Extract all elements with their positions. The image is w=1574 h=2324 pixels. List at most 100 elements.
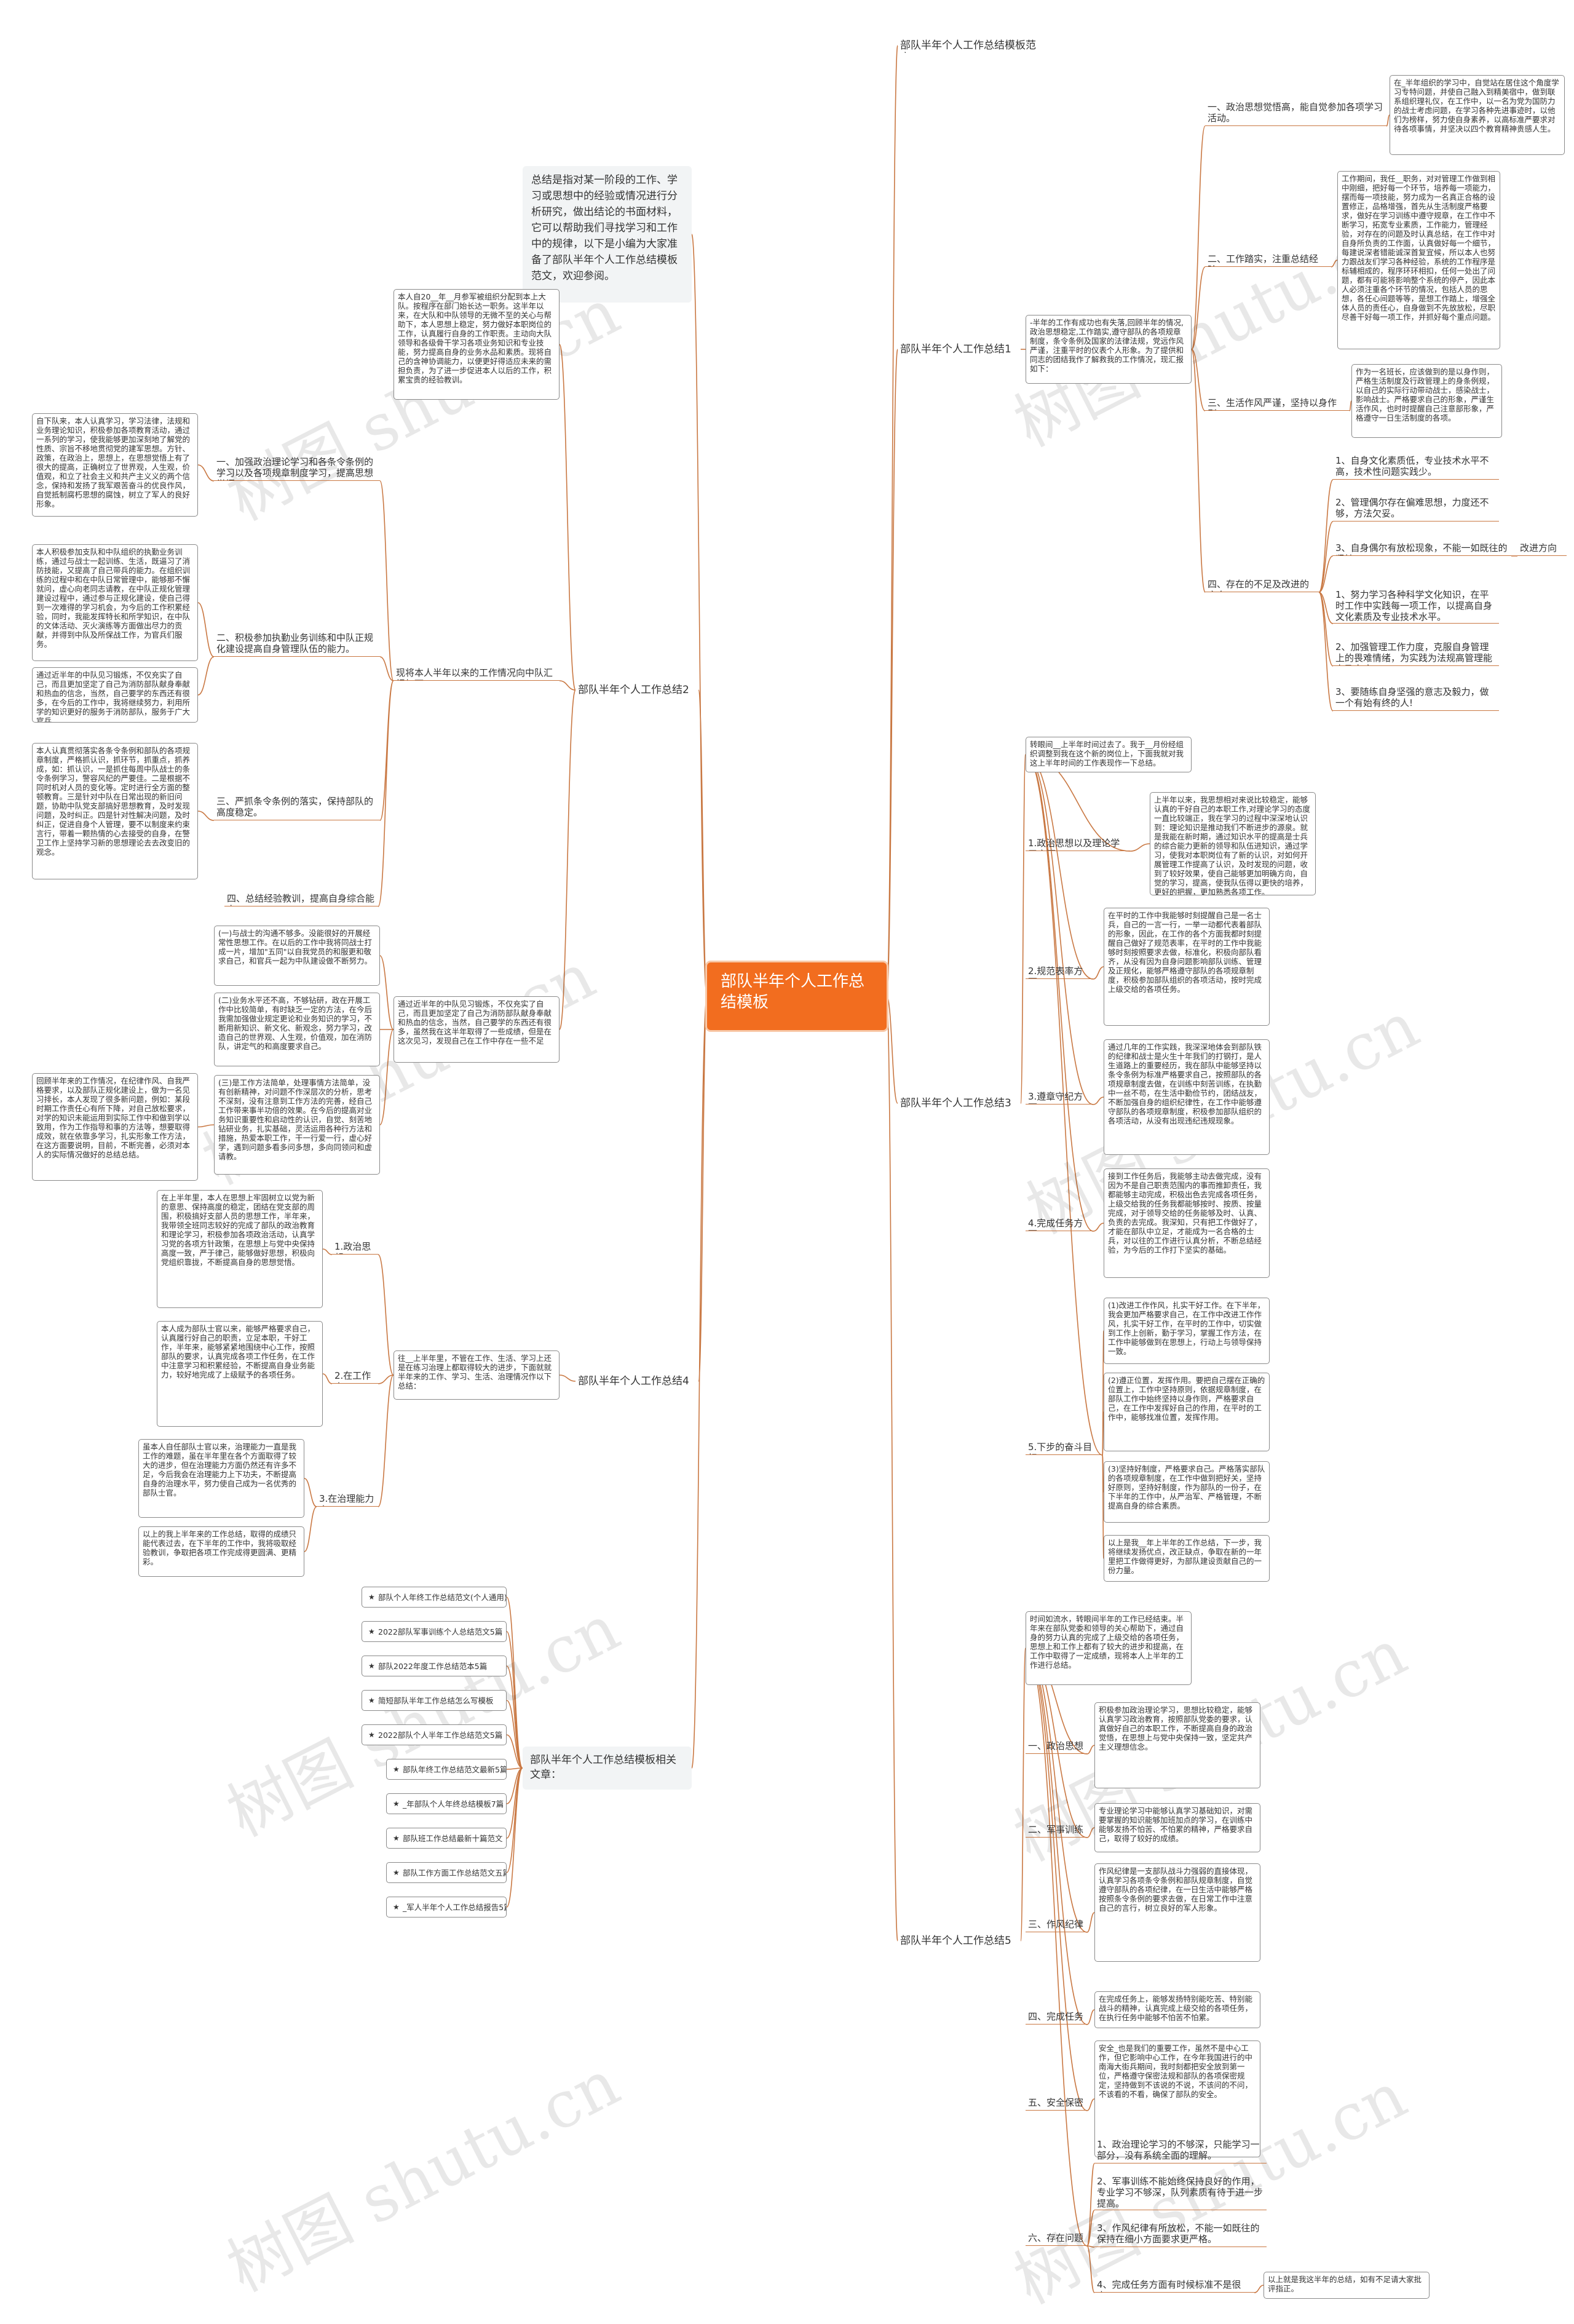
summary1-text-2: 工作期间，我任__职务，对对管理工作做到相中刚细，把好每一个环节，培养每一项能力… — [1337, 171, 1500, 349]
related-link-5[interactable]: 2022部队个人半年工作总结范文5篇 — [362, 1724, 507, 1745]
summary5-conclusion: 以上就是我这半年的总结，如有不足请大家批评指正。 — [1264, 2272, 1430, 2299]
branch-summary-4[interactable]: 部队半年个人工作总结4 — [578, 1375, 689, 1387]
connector — [886, 996, 898, 1941]
branch-template-sample[interactable]: 部队半年个人工作总结模板范文 — [900, 39, 1036, 53]
connector — [1129, 843, 1150, 852]
summary3-goal-1: (1)改进工作作风，扎实干好工作。在下半年，我会更加严格要求自己，在工作中改进工… — [1104, 1298, 1270, 1364]
summary3-goal-2: (2)遵正位置，发挥作用。要把自己摆在正确的位置上，工作中坚持原则，依据规章制度… — [1104, 1373, 1270, 1451]
connector — [1191, 125, 1206, 350]
related-articles-panel[interactable]: 部队半年个人工作总结模板相关文章： — [523, 1747, 692, 1790]
connector — [1020, 754, 1026, 1104]
connector — [1318, 479, 1334, 593]
connector — [1102, 1411, 1104, 1456]
summary1-problem-3: 3、自身偶尔有放松现象，不能一如既往的坚持。 — [1333, 542, 1511, 556]
summary1-problem-1: 1、自身文化素质低，专业技术水平不高，技术性问题实践少。 — [1333, 455, 1499, 480]
connector — [378, 1374, 394, 1507]
related-link-9[interactable]: 部队工作方面工作总结范文五篇 — [386, 1862, 507, 1883]
connector — [1025, 1648, 1088, 2247]
summary1-heading-4[interactable]: 四、存在的不足及改进的方向。 — [1205, 579, 1319, 592]
summary1-intro: -半年的工作有成功也有失落,回顾半年的情况,政治思想稳定,工作踏实,遵守部队的各… — [1026, 315, 1192, 384]
connector — [506, 1767, 523, 1770]
summary1-heading-2[interactable]: 二、工作踏实，注重总结经验。 — [1205, 253, 1331, 267]
connector — [379, 656, 394, 681]
related-link-2[interactable]: 2022部队军事训练个人总结范文5篇 — [362, 1621, 507, 1642]
summary2-report-heading[interactable]: 现将本人半年以来的工作情况向中队汇报如下 — [394, 667, 560, 681]
related-link-7[interactable]: _年部队个人年终总结模板7篇 — [386, 1793, 507, 1814]
summary3-heading-3[interactable]: 3.遵章守纪方面 — [1026, 1091, 1093, 1104]
summary2-text-1: 自下队来，本人认真学习，学习法律，法规和业务理论知识，积极参加各项教育活动，通过… — [32, 413, 198, 517]
summary2-text-4: 通过近半年的中队见习锻炼，不仅充实了自己，而且更加坚定了自己为消防部队献身奉献和… — [394, 996, 560, 1063]
connector — [1191, 349, 1206, 593]
branch-summary-3[interactable]: 部队半年个人工作总结3 — [900, 1097, 1011, 1109]
connector — [506, 1700, 523, 1769]
connector — [506, 1767, 523, 1908]
summary2-text-3: 本人认真贯彻落实各条令条例和部队的各项规章制度，严格抓认识，抓环节，抓重点，抓养… — [32, 743, 198, 879]
summary4-intro: 往__上半年里，不管在工作、生活、学习上还是在练习治理上都取得较大的进步，下面就… — [394, 1350, 560, 1400]
summary2-heading-1[interactable]: 一、加强政治理论学习和各条令条例的学习以及各项规章制度学习，提高思想觉悟。 — [214, 456, 380, 481]
summary2-flaw-1: (一)与战士的沟通不够多。没能很好的开展经常性思想工作。在以后的工作中我将同战士… — [214, 926, 380, 986]
connector — [1086, 2009, 1095, 2025]
connector — [322, 1248, 333, 1255]
summary2-heading-4[interactable]: 四、总结经验教训，提高自身综合能力。 — [224, 893, 378, 906]
related-link-3[interactable]: 部队2022年度工作总结范本5篇 — [362, 1656, 507, 1676]
summary2-heading-2[interactable]: 二、积极参加执勤业务训练和中队正规化建设提高自身管理队伍的能力。 — [214, 632, 380, 657]
root-topic[interactable]: 部队半年个人工作总结模板 — [707, 962, 887, 1030]
related-link-10[interactable]: _军人半年个人工作总结报告5篇 — [386, 1897, 507, 1917]
connector — [506, 1734, 523, 1769]
summary5-heading-3[interactable]: 三、作风纪律 — [1026, 1919, 1087, 1932]
summary1-heading-1[interactable]: 一、政治思想觉悟高，能自觉参加各项学习活动。 — [1205, 101, 1386, 126]
related-link-6[interactable]: 部队年终工作总结范文最新5篇 — [386, 1759, 507, 1780]
summary5-heading-6[interactable]: 六、存在问题 — [1026, 2232, 1087, 2246]
summary3-heading-4[interactable]: 4.完成任务方面 — [1026, 1218, 1093, 1231]
connector — [506, 1767, 523, 1804]
connector — [197, 602, 215, 657]
summary4-heading-2[interactable]: 2.在工作上 — [332, 1370, 378, 1384]
summary1-problem-2: 2、管理偶尔存在偏难思想，力度还不够，方法欠妥。 — [1333, 497, 1499, 522]
branch-summary-5[interactable]: 部队半年个人工作总结5 — [900, 1935, 1011, 1947]
summary3-goal-3: (3)坚持好制度，严格要求自己。严格落实部队的各项规章制度，在工作中做到把好关，… — [1104, 1461, 1270, 1523]
summary2-heading-3[interactable]: 三、严抓条令条例的落实，保持部队的高度稳定。 — [214, 796, 380, 820]
summary4-heading-3[interactable]: 3.在治理能力上 — [317, 1493, 378, 1507]
connector — [886, 45, 898, 997]
summary3-intro: 转眼间__上半年时间过去了。我于__月份经组织调整到我在这个新的岗位上，下面我就… — [1026, 737, 1192, 772]
summary3-heading-1[interactable]: 1.政治思想以及理论学习方面 — [1026, 838, 1130, 851]
connector — [1025, 754, 1094, 1105]
summary4-heading-1[interactable]: 1.政治思想 — [332, 1241, 378, 1255]
summary1-improvement-3: 3、要随练自身坚强的意志及毅力，做一个有始有终的人! — [1333, 686, 1499, 711]
summary2-intro: 本人自20__年__月参军被组织分配到本上大队。按程序在部门始长达一职务。这半年… — [394, 289, 560, 400]
branch-summary-1[interactable]: 部队半年个人工作总结1 — [900, 343, 1011, 355]
related-link-1[interactable]: 部队个人年终工作总结范文(个人通用) — [362, 1587, 507, 1608]
summary5-heading-1[interactable]: 一、政治思想 — [1026, 1740, 1087, 1754]
connector — [378, 1374, 394, 1384]
connector — [379, 955, 394, 1030]
connector — [1093, 1097, 1104, 1105]
summary3-text-4: 接到工作任务后，我能够主动去做完成，没有因为不是自己职责范围内的事而推卸责任，我… — [1104, 1168, 1270, 1278]
connector — [1086, 1912, 1095, 1933]
summary3-heading-5[interactable]: 5.下步的奋斗目标 — [1026, 1442, 1102, 1455]
connector — [1025, 754, 1094, 980]
summary2-text-2b: 通过近半年的中队见习锻炼，不仅充实了自己，而且更加坚定了自己为消防部队献身奉献和… — [32, 667, 198, 723]
summary1-improvement-label[interactable]: 改进方向 — [1517, 542, 1567, 556]
summary2-flaw-3: (三)是工作方法简单，处理事情方法简单，没有创新精神，对问题不作深层次的分析，思… — [214, 1075, 380, 1175]
summary3-heading-2[interactable]: 2.规范表率方面 — [1026, 966, 1093, 979]
connector — [1020, 1648, 1026, 1941]
summary2-flaw-2: (二)业务水平还不高，不够钻研，政在开展工作中比较简单，有时缺乏一定的方法，在今… — [214, 993, 380, 1066]
summary5-heading-4[interactable]: 四、完成任务 — [1026, 2011, 1087, 2025]
summary4-conclusion: 以上的我上半年来的工作总结，取得的成绩只能代表过去，在下半年的工作中，我将吸取经… — [138, 1526, 304, 1577]
branch-summary-2[interactable]: 部队半年个人工作总结2 — [578, 684, 689, 696]
connector — [197, 656, 215, 696]
summary5-heading-2[interactable]: 二、军事训练 — [1026, 1824, 1087, 1838]
connector — [559, 1374, 576, 1382]
summary1-text-1: 在_半年组织的学习中，自觉站在居住这个角度学习专特问题，并使自己融入到精美宿中，… — [1390, 75, 1565, 155]
connector — [1102, 1454, 1104, 1559]
related-link-8[interactable]: 部队班工作总结最新十篇范文 — [386, 1828, 507, 1849]
summary5-heading-5[interactable]: 五、安全保密 — [1026, 2097, 1087, 2111]
connector — [379, 680, 394, 821]
connector — [559, 689, 576, 1030]
summary1-heading-3[interactable]: 三、生活作风严谨，坚持以身作则。 — [1205, 397, 1350, 411]
summary5-issue-1: 1、政治理论学习的不够深，只能学习一部分，没有系统全面的理解。 — [1094, 2139, 1267, 2163]
connector — [1318, 592, 1334, 712]
connector — [1386, 114, 1390, 127]
related-link-4[interactable]: 简短部队半年工作总结怎么写模板 — [362, 1690, 507, 1711]
connector — [1093, 1223, 1104, 1232]
